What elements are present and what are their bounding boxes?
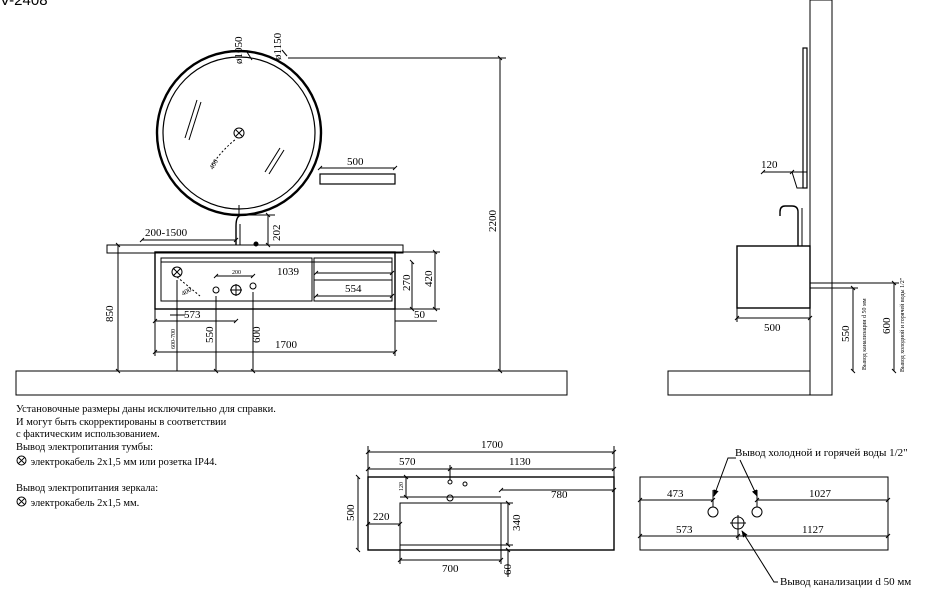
note-line: Вывод электропитания зеркала:	[16, 482, 159, 494]
side-view-labels: 120 500 550 600 Вывод канализации d 50 м…	[761, 159, 906, 372]
wall-panel	[639, 476, 889, 551]
label-water-inlet: Вывод холодной и горячей воды 1/2"	[735, 447, 908, 459]
outlet-cross-icon	[16, 454, 28, 470]
note-line: Вывод электропитания тумбы:	[16, 441, 154, 453]
dim-total-height: 2200	[487, 210, 499, 233]
basin	[399, 502, 502, 546]
product-code: V-2408	[0, 0, 48, 9]
note-item: электрокабель 2х1,5 мм.	[16, 495, 336, 511]
dim-height-600: 600	[251, 326, 263, 343]
side-view	[667, 0, 899, 396]
dim-top-total: 1700	[481, 439, 504, 451]
label-drain-outlet: Вывод канализации d 50 мм	[780, 576, 911, 588]
note-line: электрокабель 2х1,5 мм или розетка IP44.	[30, 457, 217, 469]
dim-height-270: 270	[401, 274, 413, 291]
wall-view	[637, 457, 891, 583]
floor	[15, 370, 568, 396]
note-item: электрокабель 2х1,5 мм или розетка IP44.	[16, 454, 336, 470]
dim-height-420: 420	[423, 270, 435, 287]
dim-wall-573: 573	[676, 524, 693, 536]
front-view	[15, 49, 568, 396]
front-view-labels: ø1050 ø1150 400 500 2200 202 200-1500 85…	[104, 32, 499, 351]
dim-height-550: 550	[204, 326, 216, 343]
dim-top-220: 220	[373, 511, 390, 523]
side-floor	[667, 370, 811, 396]
dim-shelf-depth: 120	[761, 159, 778, 171]
side-shelf	[791, 171, 808, 189]
dim-switch-offset: 400	[180, 285, 194, 297]
mirror-reflection	[184, 99, 198, 139]
mirror-switch-icon	[233, 127, 245, 139]
dim-hole-spacing: 200	[232, 270, 241, 276]
dim-drawer-top: 1039	[277, 266, 300, 278]
dim-range-600-700: 600-700	[171, 329, 177, 349]
top-view-labels: 1700 570 1130 120 780 500 220 340 700 60	[345, 439, 568, 575]
side-faucet	[779, 205, 799, 246]
dim-height-850: 850	[104, 305, 116, 322]
dim-left-573: 573	[184, 309, 201, 321]
top-view	[355, 446, 617, 577]
cabinet	[154, 251, 396, 310]
note-line: И могут быть скорректированы в соответст…	[16, 416, 227, 428]
water-outlet-icon	[212, 286, 220, 294]
dim-top-700: 700	[442, 563, 459, 575]
dim-drawer-bottom: 554	[345, 283, 362, 295]
wall	[809, 0, 833, 396]
dim-mirror-inner: ø1050	[233, 36, 245, 64]
dim-top-right: 1130	[509, 456, 531, 468]
dim-mirror-outer: ø1150	[272, 32, 284, 60]
mirror-reflection	[264, 147, 281, 173]
dim-switch-distance: 400	[208, 157, 220, 171]
label-side-water: Вывод холодной и горячей воды 1/2"	[899, 277, 906, 372]
note-line: Установочные размеры даны исключительно …	[16, 404, 276, 415]
drawer-left	[160, 257, 313, 302]
dim-mixer-range: 200-1500	[145, 227, 188, 239]
dim-top-depth: 500	[345, 504, 357, 521]
note-line: электрокабель 2х1,5 мм.	[30, 498, 140, 510]
shelf	[319, 173, 396, 185]
dim-wall-1027: 1027	[809, 488, 832, 500]
outlet-cross-icon	[16, 495, 28, 511]
dim-top-120: 120	[399, 482, 405, 491]
countertop-top	[367, 476, 615, 551]
note-line: с фактическим использованием.	[16, 429, 160, 441]
dim-right-50: 50	[414, 309, 426, 321]
installation-notes: Установочные размеры даны исключительно …	[16, 404, 336, 511]
dim-mirror-gap: 202	[271, 225, 283, 242]
water-outlet-icon	[249, 282, 257, 290]
dim-side-550: 550	[840, 325, 852, 342]
dim-cabinet-depth: 500	[764, 322, 781, 334]
side-cabinet	[736, 245, 811, 309]
water-inlet-left-icon	[707, 506, 719, 518]
dim-top-340: 340	[511, 514, 523, 531]
dim-wall-473: 473	[667, 488, 684, 500]
side-mirror	[802, 47, 808, 189]
dim-side-600: 600	[881, 317, 893, 334]
dim-wall-1127: 1127	[802, 524, 824, 536]
dim-total-width: 1700	[275, 339, 298, 351]
dim-top-left: 570	[399, 456, 416, 468]
wall-view-labels: Вывод холодной и горячей воды 1/2" 473 1…	[667, 447, 911, 588]
water-inlet-right-icon	[751, 506, 763, 518]
dim-top-60: 60	[502, 564, 514, 576]
dim-top-780: 780	[551, 489, 568, 501]
dim-shelf-width: 500	[347, 156, 364, 168]
label-side-drain: Вывод канализации d 50 мм	[862, 298, 868, 370]
